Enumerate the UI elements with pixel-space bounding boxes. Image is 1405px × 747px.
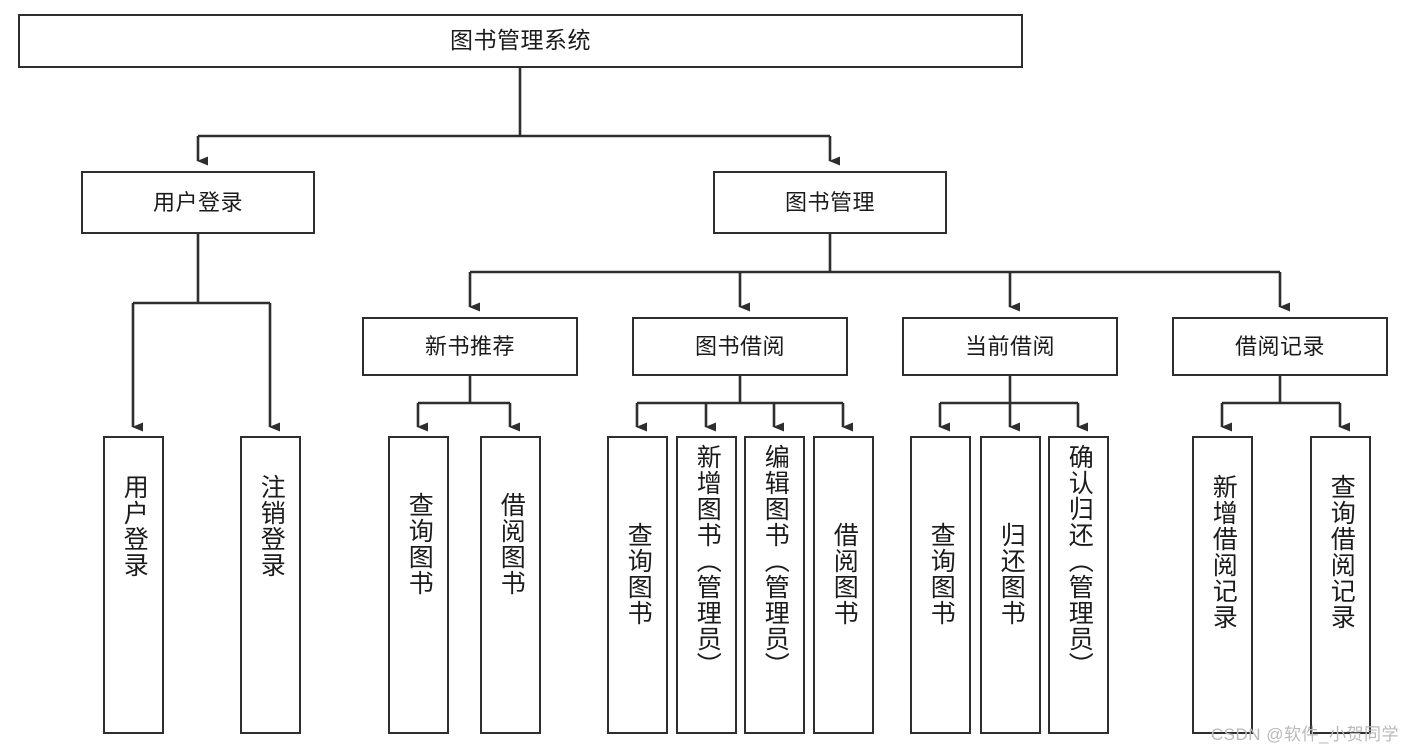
leaf-query-book-borrowing[interactable]: 查询图书 bbox=[607, 436, 668, 734]
node-label: 编辑图书（管理员） bbox=[761, 444, 790, 678]
node-current-borrowing[interactable]: 当前借阅 bbox=[902, 317, 1118, 376]
node-root-book-management-system[interactable]: 图书管理系统 bbox=[18, 14, 1023, 68]
leaf-borrow-book-newbook[interactable]: 借阅图书 bbox=[480, 436, 541, 734]
node-label: 查询图书 bbox=[624, 522, 653, 626]
leaf-query-book-current[interactable]: 查询图书 bbox=[910, 436, 971, 734]
node-book-management[interactable]: 图书管理 bbox=[713, 171, 947, 234]
leaf-user-login[interactable]: 用户登录 bbox=[103, 436, 164, 734]
node-label: 新增图书（管理员） bbox=[693, 444, 722, 678]
watermark: CSDN @软件_小贺同学 bbox=[1210, 725, 1399, 744]
leaf-query-borrow-record[interactable]: 查询借阅记录 bbox=[1310, 436, 1371, 734]
node-label: 图书管理系统 bbox=[450, 27, 591, 54]
node-label: 注销登录 bbox=[257, 474, 286, 578]
node-user-login[interactable]: 用户登录 bbox=[81, 171, 315, 234]
node-new-book-recommendation[interactable]: 新书推荐 bbox=[362, 317, 578, 376]
node-label: 借阅图书 bbox=[497, 492, 526, 596]
node-label: 借阅记录 bbox=[1234, 333, 1325, 359]
leaf-return-book[interactable]: 归还图书 bbox=[980, 436, 1041, 734]
node-label: 新书推荐 bbox=[424, 333, 515, 359]
node-label: 图书借阅 bbox=[694, 333, 785, 359]
node-label: 图书管理 bbox=[784, 189, 875, 215]
node-label: 当前借阅 bbox=[964, 333, 1055, 359]
node-label: 查询图书 bbox=[927, 522, 956, 626]
leaf-add-borrow-record[interactable]: 新增借阅记录 bbox=[1192, 436, 1253, 734]
node-label: 用户登录 bbox=[152, 189, 243, 215]
node-label: 归还图书 bbox=[997, 522, 1026, 626]
node-label: 借阅图书 bbox=[830, 522, 859, 626]
leaf-edit-book-admin[interactable]: 编辑图书（管理员） bbox=[744, 436, 805, 734]
leaf-lend-book[interactable]: 借阅图书 bbox=[813, 436, 874, 734]
node-label: 查询图书 bbox=[405, 492, 434, 596]
node-label: 查询借阅记录 bbox=[1327, 474, 1356, 630]
node-label: 新增借阅记录 bbox=[1209, 474, 1238, 630]
leaf-add-book-admin[interactable]: 新增图书（管理员） bbox=[676, 436, 737, 734]
node-book-borrowing[interactable]: 图书借阅 bbox=[632, 317, 848, 376]
leaf-logout[interactable]: 注销登录 bbox=[240, 436, 301, 734]
leaf-query-book-newbook[interactable]: 查询图书 bbox=[388, 436, 449, 734]
node-borrow-records[interactable]: 借阅记录 bbox=[1172, 317, 1388, 376]
node-label: 用户登录 bbox=[120, 474, 149, 578]
node-label: 确认归还（管理员） bbox=[1065, 444, 1094, 678]
leaf-confirm-return-admin[interactable]: 确认归还（管理员） bbox=[1048, 436, 1109, 734]
